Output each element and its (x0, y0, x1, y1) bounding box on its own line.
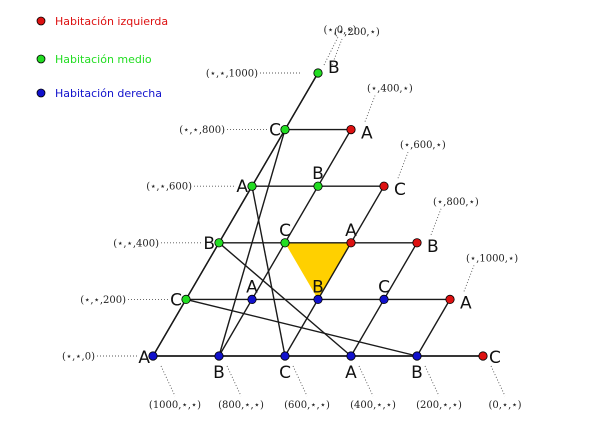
vertex-letter: A (236, 177, 248, 197)
right-coordinate-label: (⋆,400,⋆) (367, 84, 413, 95)
vertex-letter: B (203, 234, 215, 254)
left-coordinate-label: (⋆,⋆,800) (179, 125, 225, 136)
legend-dot-left (36, 16, 46, 26)
vertex-node (379, 294, 389, 304)
legend-dot-right (36, 88, 46, 98)
leader-line (226, 365, 242, 397)
vertex-letter: C (279, 221, 291, 241)
leader-line (463, 265, 475, 292)
vertex-letter: B (427, 237, 439, 257)
vertex-letter: A (246, 277, 258, 297)
grid-line-left-diagonal (416, 299, 451, 357)
grid-line-right-diagonal (251, 186, 286, 357)
vertex-node (148, 351, 158, 361)
vertex-node (313, 181, 323, 191)
vertex-letter: B (312, 277, 324, 297)
leader-line (364, 95, 376, 122)
vertex-node (247, 294, 257, 304)
legend-label-left: Habitación izquierda (55, 15, 168, 28)
vertex-node (379, 181, 389, 191)
bottom-coordinate-label: (600,⋆,⋆) (284, 400, 330, 411)
vertex-letter: B (328, 58, 340, 78)
grid-line-left-diagonal (284, 185, 385, 357)
right-coordinate-label: (⋆,1000,⋆) (466, 253, 518, 264)
bottom-coordinate-label: (400,⋆,⋆) (350, 400, 396, 411)
legend-label-right: Habitación derecha (55, 87, 162, 100)
leader-line (424, 365, 440, 397)
legend-swatches: Habitación izquierda Habitación medio Ha… (36, 15, 168, 100)
grid-line-right-diagonal (218, 242, 352, 357)
left-coordinate-label: (⋆,⋆,0) (62, 352, 95, 363)
vertex-node (346, 125, 356, 135)
right-coordinate-label: (⋆,800,⋆) (433, 197, 479, 208)
vertex-node (346, 351, 356, 361)
vertex-letter: A (361, 124, 373, 144)
leader-line (397, 152, 409, 179)
vertex-node (412, 238, 422, 248)
grid-line-right-diagonal (152, 72, 319, 357)
left-coordinate-label: (⋆,⋆,1000) (206, 69, 258, 80)
vertex-letter: A (138, 348, 150, 368)
legend-label-middle: Habitación medio (55, 53, 152, 66)
vertex-node (280, 238, 290, 248)
leader-line (292, 365, 308, 397)
vertex-node (280, 125, 290, 135)
vertex-letter: B (312, 164, 324, 184)
vertex-letter: C (489, 348, 501, 368)
vertex-node (181, 294, 191, 304)
grid-line-right-diagonal (218, 129, 286, 357)
bottom-coordinate-label: (0,⋆,⋆) (488, 400, 521, 411)
vertex-letter: C (170, 290, 182, 310)
vertex-letter: A (345, 363, 357, 383)
vertex-node (313, 68, 323, 78)
vertex-node (412, 351, 422, 361)
leader-line (323, 36, 339, 66)
vertex-node (214, 351, 224, 361)
legend-dot-middle (36, 54, 46, 64)
leader-line (490, 365, 506, 397)
vertex-node (214, 238, 224, 248)
left-coordinate-label: (⋆,⋆,600) (146, 182, 192, 193)
vertex-letter: C (394, 180, 406, 200)
bottom-coordinate-label: (200,⋆,⋆) (416, 400, 462, 411)
left-coordinate-label: (⋆,⋆,200) (80, 295, 126, 306)
leader-line (160, 365, 176, 397)
vertex-node (313, 294, 323, 304)
vertex-letter: C (378, 277, 390, 297)
vertex-node (478, 351, 488, 361)
highlighted-triangle (285, 242, 351, 300)
vertex-letter: C (269, 121, 281, 141)
leader-line (358, 365, 374, 397)
vertex-letter: B (411, 363, 423, 383)
vertex-letter: B (213, 363, 225, 383)
vertex-letter: A (345, 221, 357, 241)
left-coordinate-label: (⋆,⋆,400) (113, 238, 159, 249)
bottom-coordinate-label: (1000,⋆,⋆) (149, 400, 201, 411)
vertex-node (280, 351, 290, 361)
vertex-letter: A (460, 293, 472, 313)
right-coordinate-label: (⋆,600,⋆) (400, 140, 446, 151)
right-coordinate-label: (⋆,200,⋆) (334, 27, 380, 38)
bottom-coordinate-label: (800,⋆,⋆) (218, 400, 264, 411)
vertex-node (346, 238, 356, 248)
vertex-node (445, 294, 455, 304)
top-coordinate-label: (⋆,0,⋆) (323, 25, 356, 36)
vertex-letter: C (279, 363, 291, 383)
vertex-node (247, 181, 257, 191)
leader-line (430, 208, 442, 235)
